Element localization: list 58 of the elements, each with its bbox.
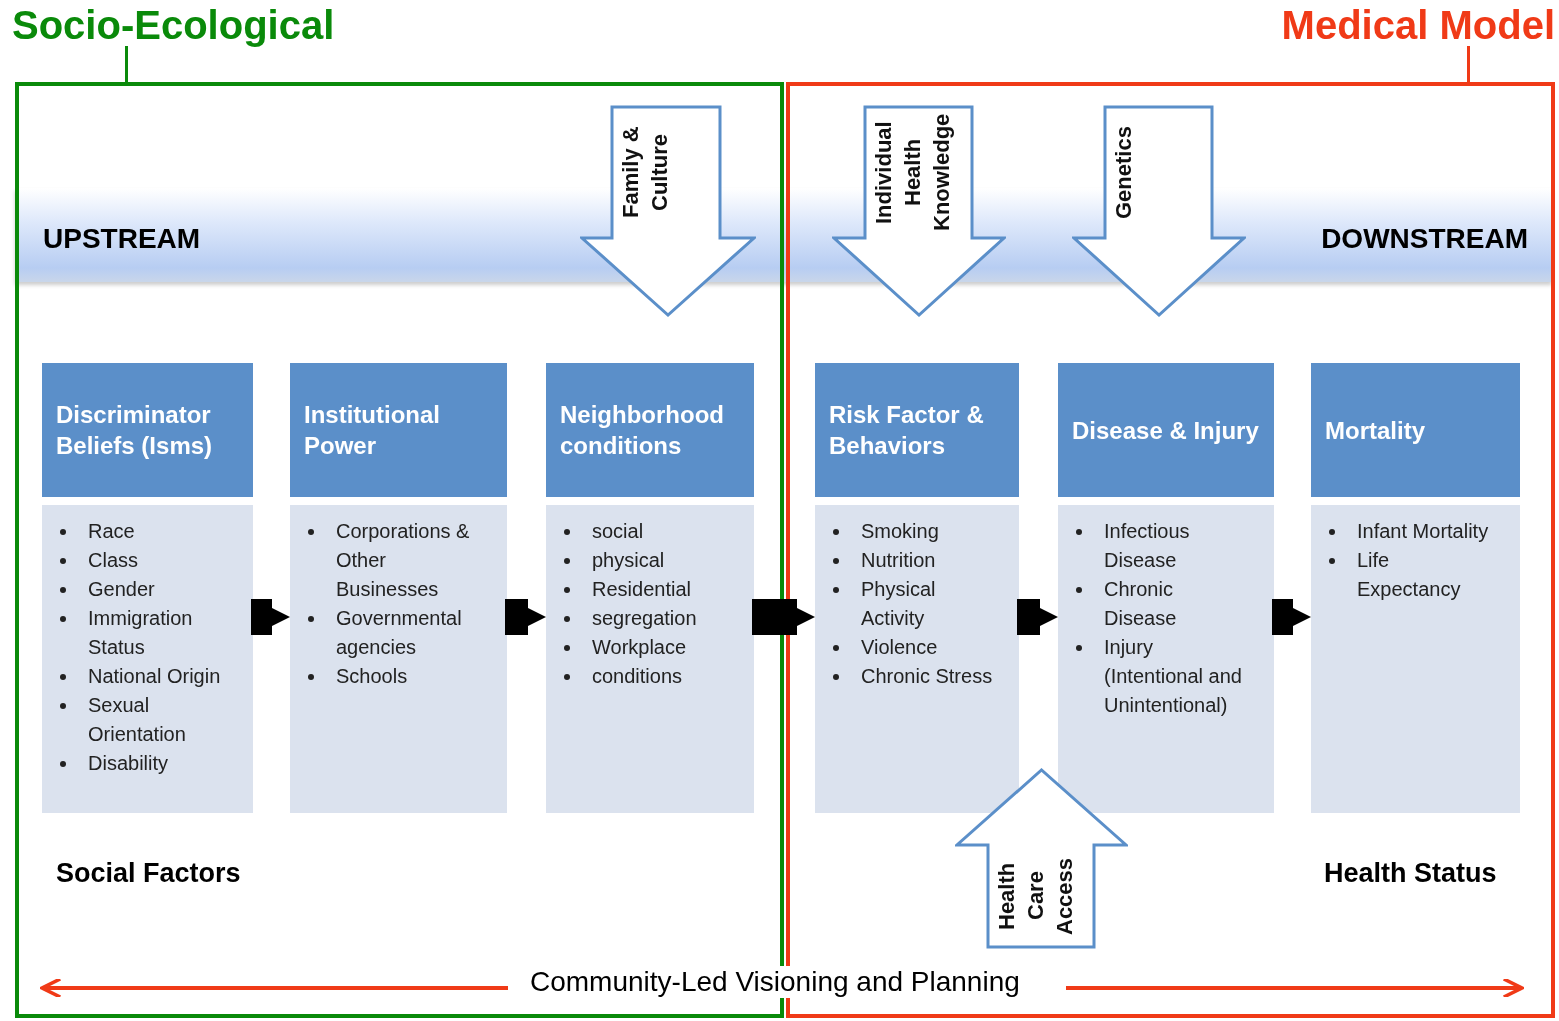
bullet-item: Infant Mortality (1357, 519, 1490, 544)
arrow-label: Individual Health Knowledge (870, 112, 955, 234)
factor-column (1311, 363, 1520, 813)
bullet-item: Race (88, 519, 136, 544)
bullet-item: conditions (592, 664, 684, 689)
section-label: Health Status (1324, 858, 1497, 889)
column-heading: Risk Factor & Behaviors (815, 363, 1019, 497)
frame-title: Socio-Ecological (12, 2, 335, 49)
factor-column (1058, 363, 1274, 813)
bullet-item: Violence (861, 635, 939, 660)
section-label: Social Factors (56, 858, 241, 889)
bullet-item: Sexual Orientation (88, 693, 187, 747)
column-heading: Discriminator Beliefs (Isms) (42, 363, 253, 497)
arrow-label: Family & Culture (617, 125, 673, 221)
bullet-item: Immigration Status (88, 606, 194, 660)
stream-label: DOWNSTREAM (1321, 223, 1528, 255)
bullet-item: Smoking (861, 519, 940, 544)
bullet-item: Nutrition (861, 548, 937, 573)
block-arrow (580, 105, 756, 317)
bullet-item: Corporations & Other Businesses (336, 519, 471, 602)
chevron-arrow (1272, 599, 1311, 635)
chevron-arrow (1017, 599, 1058, 635)
bullet-item: Governmental agencies (336, 606, 463, 660)
bullet-item: National Origin (88, 664, 222, 689)
block-arrow (832, 105, 1006, 317)
bullet-item: Infectious Disease (1104, 519, 1191, 573)
bullet-item: Injury (Intentional and Unintentional) (1104, 635, 1243, 718)
block-arrow (1072, 105, 1246, 317)
bullet-item: segregation (592, 606, 698, 631)
arrow-label: Health Care Access (993, 856, 1078, 937)
bullet-item: Workplace (592, 635, 688, 660)
factor-column (546, 363, 754, 813)
bullet-item: Physical Activity (861, 577, 937, 631)
chevron-arrow (505, 599, 546, 635)
bullet-item: Chronic Stress (861, 664, 994, 689)
bullet-item: Chronic Disease (1104, 577, 1178, 631)
factor-column (42, 363, 253, 813)
stream-label: UPSTREAM (43, 223, 201, 255)
bullet-item: Gender (88, 577, 156, 602)
chevron-arrow (752, 599, 815, 635)
bullet-item: Class (88, 548, 139, 573)
bullet-item: social (592, 519, 645, 544)
factor-column (815, 363, 1019, 813)
column-heading: Mortality (1311, 363, 1520, 497)
column-heading: Neighborhood conditions (546, 363, 754, 497)
column-heading: Institutional Power (290, 363, 507, 497)
bullet-item: Residential (592, 577, 692, 602)
bullet-item: Disability (88, 751, 170, 776)
block-arrow (955, 768, 1128, 949)
column-heading: Disease & Injury (1058, 363, 1274, 497)
factor-column (290, 363, 507, 813)
chevron-arrow (251, 599, 290, 635)
arrow-label: Genetics (1110, 125, 1137, 221)
arrow-caption: Community-Led Visioning and Planning (530, 966, 1020, 998)
bullet-item: physical (592, 548, 666, 573)
bullet-item: Schools (336, 664, 409, 689)
frame-title: Medical Model (1281, 2, 1555, 49)
bullet-item: Life Expectancy (1357, 548, 1462, 602)
